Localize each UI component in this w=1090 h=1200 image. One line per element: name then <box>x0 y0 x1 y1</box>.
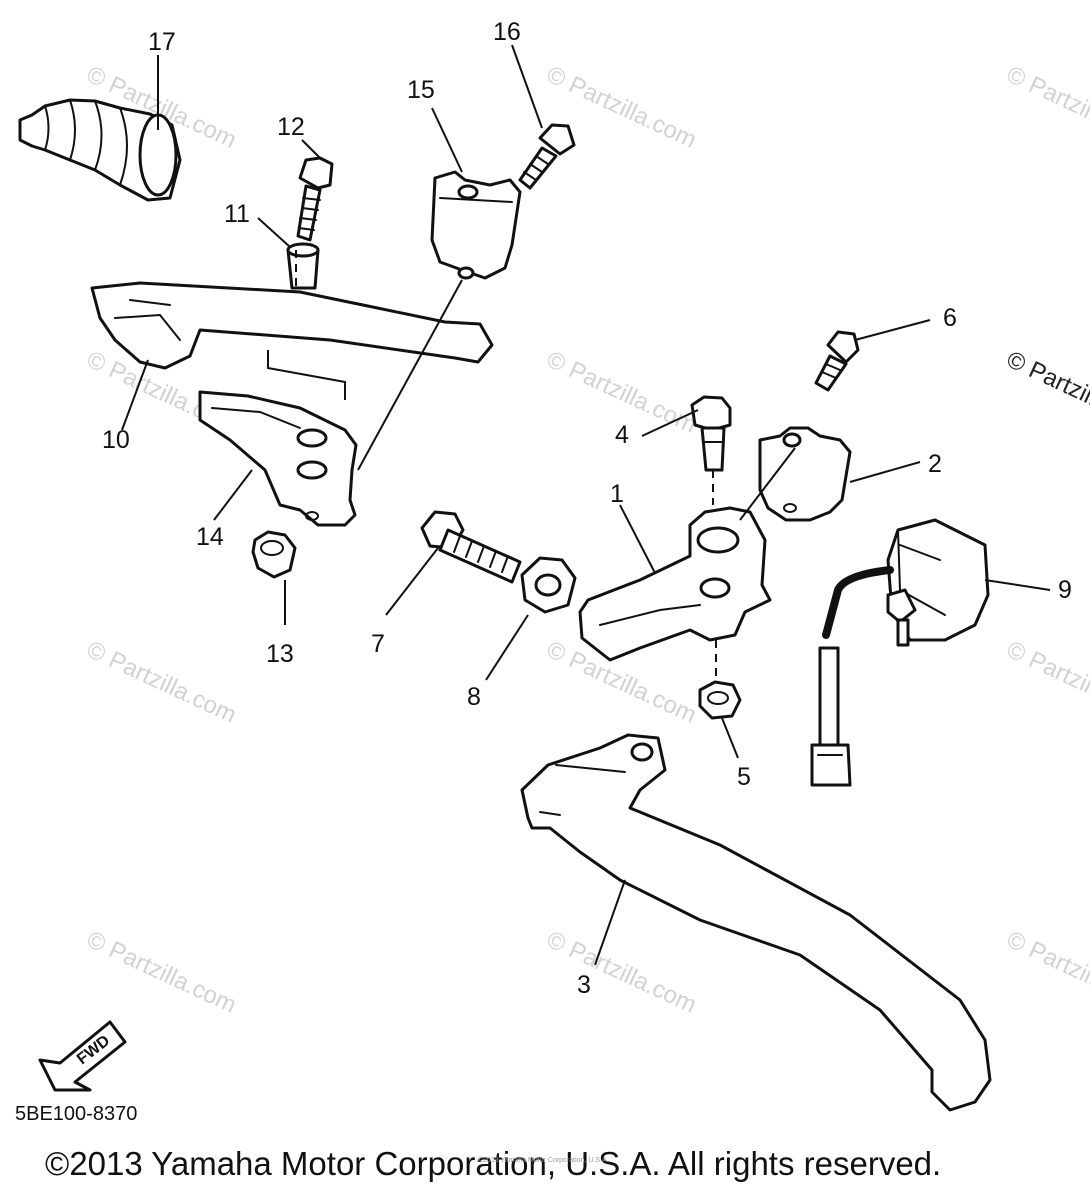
watermark: © Partzilla.com <box>1002 61 1090 154</box>
watermark: © Partzilla.com <box>82 636 240 729</box>
callout-3: 3 <box>577 971 591 999</box>
callout-16: 16 <box>493 18 521 46</box>
part-12-screw <box>296 156 334 242</box>
callout-13: 13 <box>266 640 294 668</box>
callout-2: 2 <box>928 450 942 478</box>
callout-12: 12 <box>277 113 305 141</box>
watermark-dark: © Partzilla.com <box>1002 346 1090 439</box>
callout-17: 17 <box>148 28 176 56</box>
alignment-lines <box>284 250 796 682</box>
part-5-nut <box>698 680 742 720</box>
copyright-small: ©2013 Yamaha Motor Corporation, U.S.A. <box>478 1156 609 1164</box>
callout-11: 11 <box>224 200 250 228</box>
callout-14: 14 <box>196 523 224 551</box>
diagram-code: 5BE100-8370 <box>15 1103 137 1125</box>
callout-1: 1 <box>610 480 624 508</box>
callout-4: 4 <box>615 421 629 449</box>
callout-5: 5 <box>737 763 751 791</box>
part-17-boot <box>18 98 182 202</box>
watermark: © Partzilla.com <box>1002 926 1090 1019</box>
part-6-bolt <box>814 330 860 392</box>
callout-6: 6 <box>943 304 957 332</box>
watermark: © Partzilla.com <box>542 926 700 1019</box>
callout-10: 10 <box>102 426 130 454</box>
fwd-arrow-icon: FWD <box>38 1020 127 1092</box>
frame-10-14 <box>267 350 346 400</box>
watermark: © Partzilla.com <box>1002 636 1090 729</box>
part-11-collar <box>286 242 320 290</box>
switch-connector <box>810 743 852 787</box>
watermark: © Partzilla.com <box>82 926 240 1019</box>
part-1-holder <box>578 506 772 662</box>
callouts: 17 16 15 12 11 10 14 13 6 4 2 1 9 7 8 5 … <box>102 18 1072 999</box>
part-13-nut <box>251 530 297 579</box>
part-8-nut <box>520 556 577 614</box>
part-15-clamp <box>430 170 522 280</box>
callout-leaders <box>121 44 1051 966</box>
part-7-adjuster <box>420 510 522 584</box>
part-3-lever <box>520 733 992 1112</box>
part-4-bolt <box>690 395 732 472</box>
callout-9: 9 <box>1058 576 1072 604</box>
callout-7: 7 <box>371 630 385 658</box>
part-9-switch <box>886 518 990 647</box>
switch-wire <box>822 566 894 639</box>
callout-15: 15 <box>407 76 435 104</box>
part-10-lever <box>90 281 494 370</box>
part-14-bracket <box>198 390 358 527</box>
part-2-clamp <box>758 426 852 522</box>
switch-wire-lower <box>818 646 840 747</box>
copyright-notice: ©2013 Yamaha Motor Corporation, U.S.A. A… <box>45 1145 941 1182</box>
part-16-bolt <box>518 123 576 190</box>
callout-8: 8 <box>467 683 481 711</box>
